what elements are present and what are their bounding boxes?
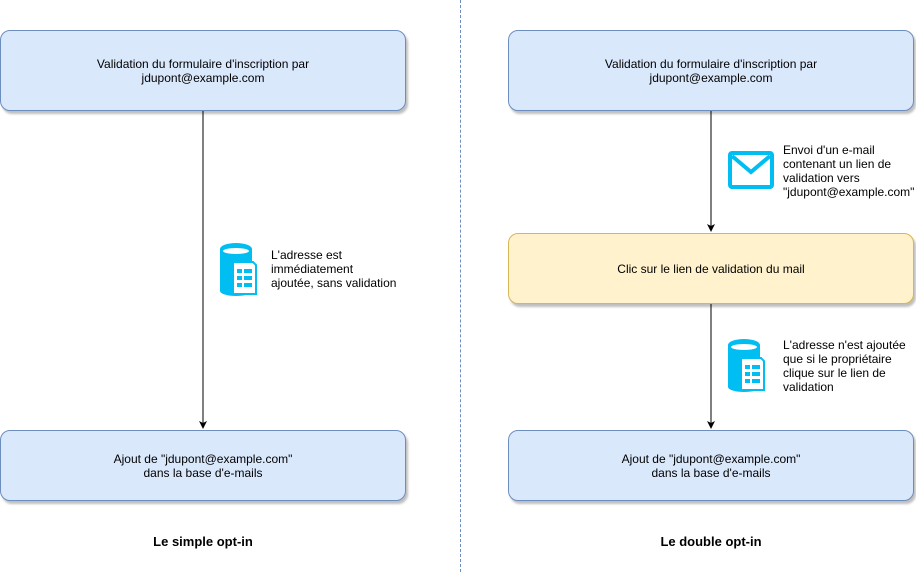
right-add-to-base-text: Ajout de "jdupont@example.com" dans la b… <box>621 451 801 480</box>
left-add-to-base-box: Ajout de "jdupont@example.com" dans la b… <box>0 430 406 501</box>
column-divider <box>460 0 461 572</box>
database-document-icon <box>220 243 257 296</box>
right-click-link-text: Clic sur le lien de validation du mail <box>617 261 805 276</box>
envelope-icon <box>728 151 774 189</box>
right-add-to-base-box: Ajout de "jdupont@example.com" dans la b… <box>508 430 914 501</box>
database-document-icon <box>728 339 765 392</box>
left-immediate-add-note: L'adresse est immédiatement ajoutée, san… <box>271 248 397 290</box>
left-form-validation-box: Validation du formulaire d'inscription p… <box>0 30 406 111</box>
right-mail-note: Envoi d'un e-mail contenant un lien de v… <box>783 143 915 199</box>
right-form-validation-text: Validation du formulaire d'inscription p… <box>604 56 818 85</box>
right-click-link-box: Clic sur le lien de validation du mail <box>508 233 914 304</box>
right-form-validation-box: Validation du formulaire d'inscription p… <box>508 30 914 111</box>
right-db-note: L'adresse n'est ajoutée que si le propri… <box>783 338 906 394</box>
left-caption: Le simple opt-in <box>153 534 253 549</box>
left-form-validation-text: Validation du formulaire d'inscription p… <box>96 56 310 85</box>
left-add-to-base-text: Ajout de "jdupont@example.com" dans la b… <box>113 451 293 480</box>
right-caption: Le double opt-in <box>660 534 762 549</box>
